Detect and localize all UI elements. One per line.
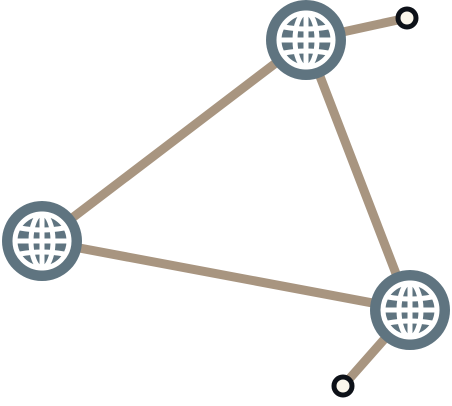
globe-icon [12, 211, 72, 271]
globe-icon [380, 280, 440, 340]
link-globe-left-to-globe-bottom-right [37, 236, 415, 315]
globe-top-node [266, 0, 346, 80]
globe-bottom-right-node [370, 270, 450, 350]
link-globe-top-to-globe-left [37, 35, 311, 246]
endpoint-top-right [395, 6, 419, 30]
link-globe-top-to-globe-bottom-right [301, 35, 415, 315]
globe-left-node [2, 201, 82, 281]
links-layer [37, 13, 415, 391]
endpoint-bottom [331, 374, 355, 398]
nodes-layer [2, 0, 450, 398]
globe-icon [276, 10, 336, 70]
